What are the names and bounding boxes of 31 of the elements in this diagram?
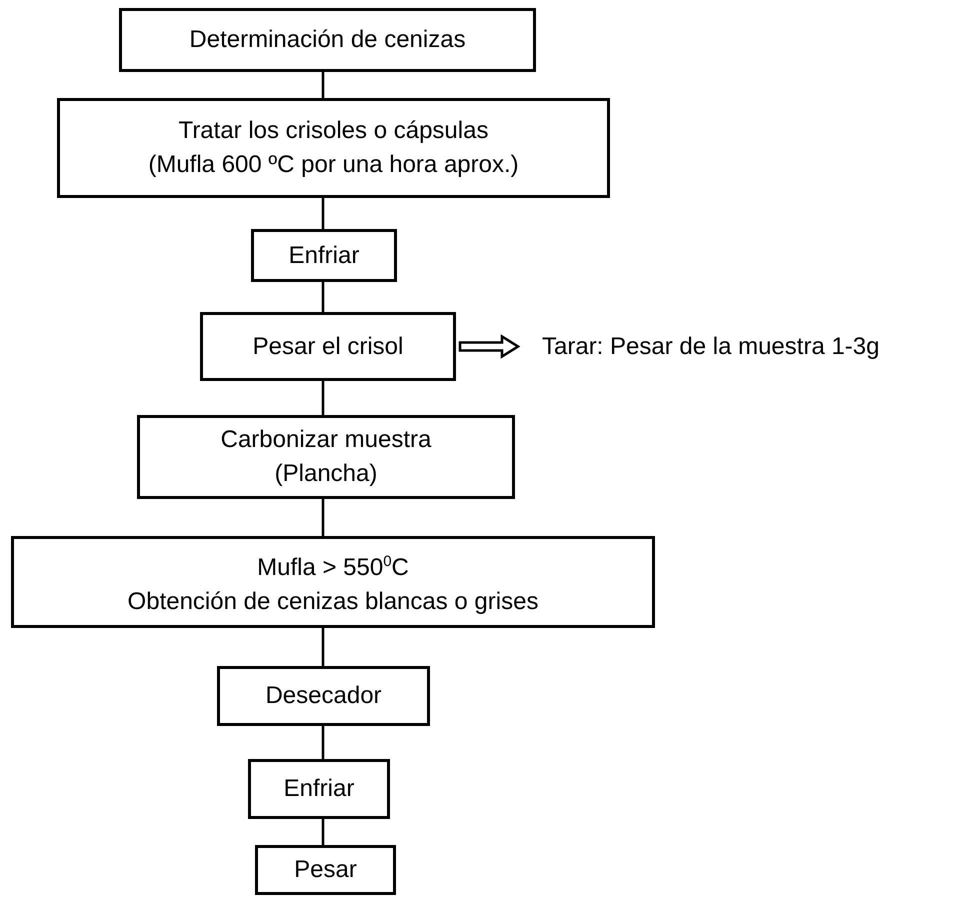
step-text: Enfriar — [288, 240, 360, 270]
process-box — [11, 536, 655, 628]
process-box — [57, 98, 610, 198]
double-arrow — [458, 334, 520, 359]
note-text: Tarar: Pesar de la muestra 1-3g — [542, 332, 880, 362]
process-box — [137, 415, 515, 499]
step-text: Pesar el crisol — [252, 332, 404, 362]
process-box — [119, 8, 536, 72]
step-text: Tratar los crisoles o cápsulas — [178, 116, 488, 146]
connector-line — [322, 282, 324, 312]
connector-line — [322, 499, 324, 536]
connector-line — [322, 628, 324, 666]
connector-line — [322, 198, 324, 229]
connector-line — [322, 381, 324, 415]
process-box — [251, 229, 397, 282]
step-text: Determinación de cenizas — [189, 25, 466, 55]
step-text: Mufla > 550$^{0}$C — [257, 552, 409, 583]
step-text: Enfriar — [284, 774, 354, 804]
connector-line — [322, 726, 324, 759]
connector-line — [322, 72, 324, 98]
step-text: Desecador — [265, 681, 382, 711]
process-box — [248, 759, 390, 819]
process-box — [217, 666, 430, 726]
step-text: (Plancha) — [274, 459, 378, 489]
step-text: Pesar — [294, 855, 357, 885]
process-box — [255, 845, 396, 895]
step-text: (Mufla 600 ºC por una hora aprox.) — [148, 150, 519, 180]
process-box — [200, 312, 456, 381]
step-text: Obtención de cenizas blancas o grises — [128, 587, 538, 617]
step-text: Carbonizar muestra — [220, 425, 432, 455]
connector-line — [322, 819, 324, 845]
